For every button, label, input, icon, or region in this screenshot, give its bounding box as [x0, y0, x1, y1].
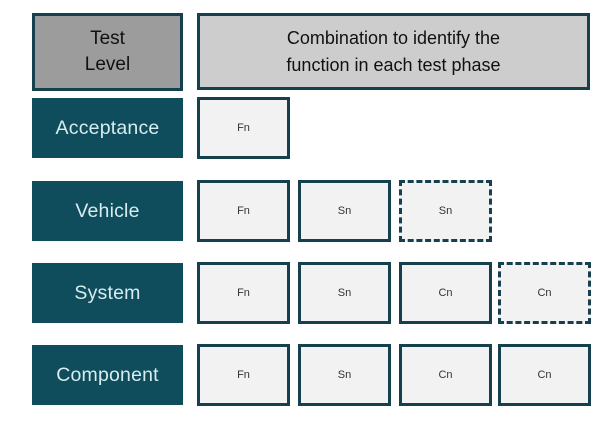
- combo-box-component-fn: Fn: [197, 344, 290, 406]
- combo-box-system-fn: Fn: [197, 262, 290, 324]
- combo-box-system-sn: Sn: [298, 262, 391, 324]
- combo-box-vehicle-sn: Sn: [298, 180, 391, 242]
- combo-box-system-cn: Cn: [399, 262, 492, 324]
- row-label-component: Component: [32, 345, 183, 405]
- combo-box-component-cn2: Cn: [498, 344, 591, 406]
- row-label-vehicle: Vehicle: [32, 181, 183, 241]
- combo-box-component-cn: Cn: [399, 344, 492, 406]
- combo-box-system-cn-dashed: Cn: [498, 262, 591, 324]
- combo-box-component-sn: Sn: [298, 344, 391, 406]
- combo-box-vehicle-sn-dashed: Sn: [399, 180, 492, 242]
- row-label-system: System: [32, 263, 183, 323]
- combo-box-acceptance-fn: Fn: [197, 97, 290, 159]
- combo-box-vehicle-fn: Fn: [197, 180, 290, 242]
- combination-header: Combination to identify the function in …: [197, 13, 590, 90]
- test-level-header: Test Level: [32, 13, 183, 91]
- row-label-acceptance: Acceptance: [32, 98, 183, 158]
